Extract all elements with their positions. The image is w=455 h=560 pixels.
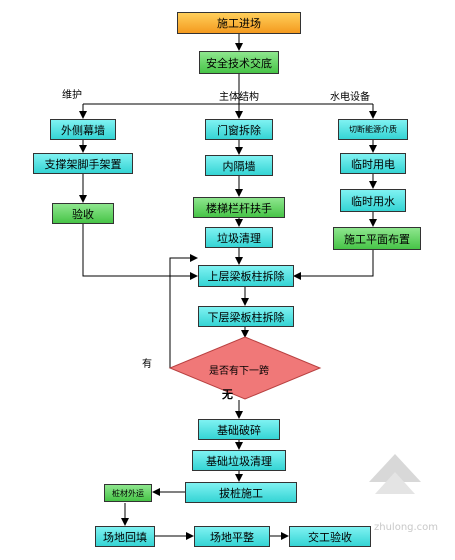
node-acceptance: 验收 bbox=[52, 203, 114, 224]
node-temp-power: 临时用电 bbox=[340, 153, 406, 174]
edge-accept-upper bbox=[82, 224, 198, 280]
node-pile-out: 桩材外运 bbox=[104, 484, 152, 502]
connectors bbox=[79, 34, 377, 540]
node-garbage: 垃圾清理 bbox=[205, 227, 273, 248]
node-handover: 交工验收 bbox=[289, 526, 371, 547]
node-briefing: 安全技术交底 bbox=[199, 51, 279, 74]
node-door-window: 门窗拆除 bbox=[205, 119, 273, 140]
label-main-structure: 主体结构 bbox=[219, 92, 259, 103]
decision-label: 是否有下一跨 bbox=[209, 366, 269, 377]
watermark-logo bbox=[369, 454, 421, 494]
node-site-layout: 施工平面布置 bbox=[333, 227, 421, 250]
node-cut-medium: 切断能源介质 bbox=[338, 119, 408, 140]
node-foundation-clean: 基础垃圾清理 bbox=[192, 450, 286, 471]
node-stair-rail: 楼梯栏杆扶手 bbox=[193, 197, 285, 218]
node-leveling: 场地平整 bbox=[194, 526, 270, 547]
edge-briefing-branches bbox=[83, 74, 373, 105]
node-upper-demolish: 上层梁板柱拆除 bbox=[198, 265, 294, 287]
watermark-text: zhulong.com bbox=[374, 522, 439, 533]
node-scaffold: 支撑架脚手架置 bbox=[33, 153, 133, 174]
node-partition: 内隔墙 bbox=[205, 155, 273, 176]
edge-layout-upper bbox=[293, 250, 374, 280]
node-backfill: 场地回填 bbox=[95, 526, 155, 547]
node-pile-pull: 拔桩施工 bbox=[185, 482, 297, 503]
node-foundation-break: 基础破碎 bbox=[198, 419, 280, 440]
node-start: 施工进场 bbox=[177, 12, 301, 34]
decision-diamond bbox=[168, 336, 322, 400]
edge-label-yes: 有 bbox=[142, 359, 152, 370]
label-utilities: 水电设备 bbox=[330, 92, 370, 103]
edge-decision-yes-loop bbox=[169, 254, 198, 368]
node-curtain-wall: 外侧幕墙 bbox=[50, 119, 116, 140]
edge-label-no: 无 bbox=[222, 388, 233, 401]
node-temp-water: 临时用水 bbox=[340, 189, 406, 212]
node-lower-demolish: 下层梁板柱拆除 bbox=[198, 306, 294, 327]
label-maintenance: 维护 bbox=[62, 90, 82, 101]
